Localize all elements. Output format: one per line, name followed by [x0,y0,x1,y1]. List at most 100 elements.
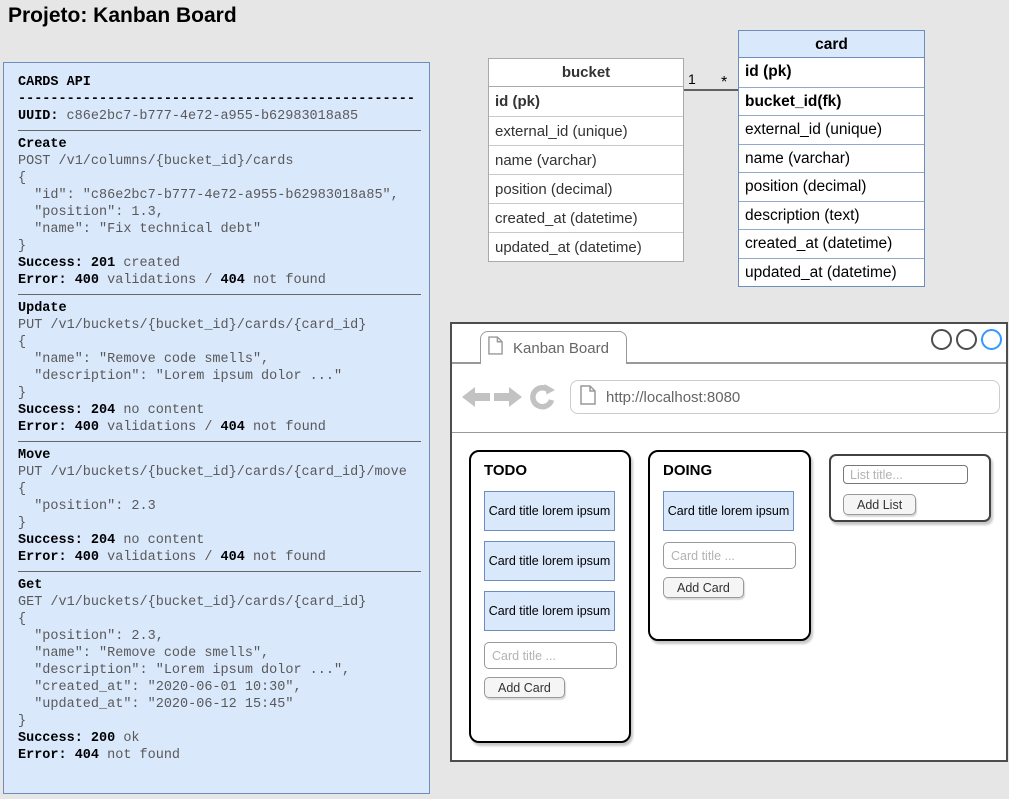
api-request-line: PUT /v1/buckets/{bucket_id}/cards/{card_… [18,465,407,480]
add-list-panel: Add List [829,454,991,522]
page-icon [580,384,596,410]
browser-tab[interactable]: Kanban Board [480,331,627,364]
toolbar-divider [452,432,1006,433]
table-row: external_id (unique) [489,116,683,145]
api-json-line: { [18,171,27,186]
card-title-input[interactable] [484,642,617,669]
column-title: TODO [484,462,528,479]
api-error-line: Error: 404 not found [18,748,181,763]
table-row: external_id (unique) [739,115,924,144]
column-title: DOING [663,462,713,479]
api-json-line: "position": 2.3, [18,629,164,644]
table-row: name (varchar) [489,145,683,174]
api-json-line: "name": "Remove code smells", [18,352,270,367]
api-json-line: "position": 1.3, [18,205,164,220]
api-uuid-line: UUID: c86e2bc7-b777-4e72-a955-b62983018a8… [18,108,421,125]
api-panel-title: CARDS API [18,75,91,90]
table-row: id (pk) [745,63,792,80]
api-section-heading: Create [18,137,67,152]
api-json-line: } [18,386,27,401]
bucket-table-title: bucket [489,59,683,87]
card-table-rows: id (pk) bucket_id(fk)external_id (unique)… [739,58,924,286]
api-request-line: GET /v1/buckets/{bucket_id}/cards/{card_… [18,595,367,610]
api-success-line: Success: 201 created [18,256,181,271]
kanban-card[interactable]: Card title lorem ipsum [484,541,615,581]
relation-line [684,89,738,91]
window-circle-icon[interactable] [931,329,952,350]
api-json-line: "description": "Lorem ipsum dolor ...", [18,663,351,678]
table-row: id (pk) [495,93,540,110]
table-row: description (text) [739,200,924,230]
card-title-input[interactable] [663,542,796,569]
kanban-card[interactable]: Card title lorem ipsum [484,491,615,531]
api-error-line: Error: 400 validations / 404 not found [18,550,326,565]
list-title-input[interactable] [843,465,968,484]
section-divider [18,130,421,131]
url-text: http://localhost:8080 [606,388,741,406]
api-section-heading: Move [18,448,51,463]
api-error-line: Error: 400 validations / 404 not found [18,420,326,435]
api-json-line: { [18,612,27,627]
table-row: position (decimal) [489,174,683,203]
api-json-line: "name": "Remove code smells", [18,646,270,661]
relation-cardinality-many: * [721,74,728,91]
api-json-line: "updated_at": "2020-06-12 15:45" [18,697,294,712]
bucket-entity-table: bucket id (pk) external_id (unique)name (… [488,58,684,262]
api-json-line: } [18,714,27,729]
kanban-column-doing: DOING Card title lorem ipsumAdd Card [648,450,811,641]
table-row: updated_at (datetime) [489,232,683,261]
api-json-line: } [18,239,27,254]
add-card-button[interactable]: Add Card [484,677,565,698]
back-icon[interactable] [462,385,490,414]
relation-cardinality-one: 1 [688,71,696,87]
kanban-card[interactable]: Card title lorem ipsum [484,591,615,631]
api-json-line: "created_at": "2020-06-01 10:30", [18,680,302,695]
api-request-line: PUT /v1/buckets/{bucket_id}/cards/{card_… [18,318,367,333]
table-row: updated_at (datetime) [739,257,924,287]
table-row: created_at (datetime) [489,203,683,232]
api-success-line: Success: 204 no content [18,533,205,548]
section-divider [18,571,421,572]
api-request-line: POST /v1/columns/{bucket_id}/cards [18,154,294,169]
table-row: position (decimal) [739,172,924,201]
section-divider [18,294,421,295]
window-circle-icon[interactable] [956,329,977,350]
add-list-button[interactable]: Add List [843,494,917,515]
table-row: created_at (datetime) [739,229,924,258]
api-section-heading: Update [18,301,67,316]
uuid-label: UUID: [18,109,59,124]
api-panel-divider: ----------------------------------------… [18,92,415,107]
card-entity-table: card id (pk)bucket_id(fk)external_id (un… [738,30,925,287]
kanban-card[interactable]: Card title lorem ipsum [663,491,794,531]
window-circle-active-icon[interactable] [981,329,1002,350]
page-icon [488,336,503,360]
api-json-line: "position": 2.3 [18,499,156,514]
bucket-table-rows: id (pk) external_id (unique)name (varchar… [489,87,683,261]
api-json-line: "description": "Lorem ipsum dolor ..." [18,369,343,384]
browser-window: Kanban Board http://localhost:8080 TODO C… [450,322,1008,762]
url-bar[interactable]: http://localhost:8080 [570,380,1000,414]
forward-icon[interactable] [494,385,522,414]
api-json-line: "name": "Fix technical debt" [18,222,262,237]
api-json-line: { [18,482,27,497]
refresh-icon[interactable] [528,383,555,415]
tab-row-divider [452,362,1006,364]
table-row: name (varchar) [739,143,924,173]
api-error-line: Error: 400 validations / 404 not found [18,273,326,288]
api-json-line: { [18,335,27,350]
api-section-heading: Get [18,578,43,593]
tab-title: Kanban Board [513,339,609,357]
api-json-line: } [18,516,27,531]
api-json-line: "id": "c86e2bc7-b777-4e72-a955-b62983018… [18,188,399,203]
page-title: Projeto: Kanban Board [8,4,237,27]
api-success-line: Success: 200 ok [18,731,140,746]
table-row: bucket_id(fk) [739,86,924,116]
add-card-button[interactable]: Add Card [663,577,744,598]
section-divider [18,441,421,442]
api-success-line: Success: 204 no content [18,403,205,418]
cards-api-panel: CARDS API ------------------------------… [3,62,430,794]
uuid-value: c86e2bc7-b777-4e72-a955-b62983018a85 [66,109,359,124]
